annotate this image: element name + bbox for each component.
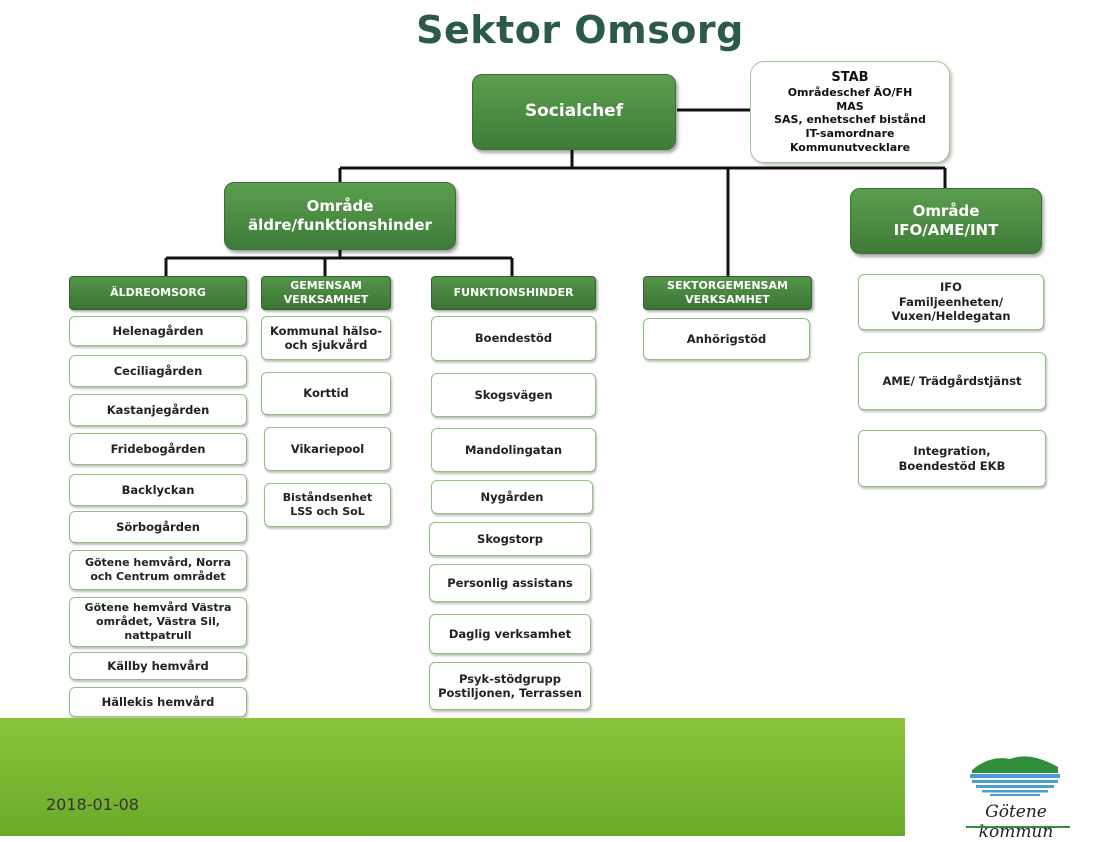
ifo-item: Integration, Boendestöd EKB	[858, 430, 1046, 487]
stab-line: MAS	[836, 99, 864, 113]
gemensam-item: Vikariepool	[264, 427, 391, 471]
aldreomsorg-item: Sörbogården	[69, 511, 247, 543]
header-aldreomsorg: ÄLDREOMSORG	[69, 276, 247, 310]
funktionshinder-item: Personlig assistans	[429, 564, 591, 602]
aldreomsorg-item: Backlyckan	[69, 474, 247, 506]
gotene-logo-icon	[970, 756, 1060, 796]
stab-line: Områdeschef ÄO/FH	[787, 85, 913, 99]
funktionshinder-item: Mandolingatan	[431, 428, 596, 472]
aldreomsorg-item: Götene hemvård Västra området, Västra Si…	[69, 597, 247, 647]
stab-line: SAS, enhetschef bistånd	[774, 113, 926, 127]
aldreomsorg-item: Hällekis hemvård	[69, 687, 247, 717]
funktionshinder-item: Skogsvägen	[431, 373, 596, 417]
funktionshinder-item: Daglig verksamhet	[429, 614, 591, 654]
funktionshinder-item: Nygården	[431, 480, 593, 514]
funktionshinder-item: Skogstorp	[429, 522, 591, 556]
aldreomsorg-item: Fridebogården	[69, 433, 247, 465]
aldreomsorg-item: Götene hemvård, Norra och Centrum område…	[69, 550, 247, 590]
aldreomsorg-item: Källby hemvård	[69, 652, 247, 680]
gemensam-item: Biståndsenhet LSS och SoL	[264, 483, 391, 527]
footer-date: 2018-01-08	[46, 795, 139, 814]
socialchef-box: Socialchef	[472, 74, 676, 150]
aldreomsorg-item: Ceciliagården	[69, 355, 247, 387]
gemensam-item: Kommunal hälso- och sjukvård	[261, 316, 391, 360]
stab-line: STAB	[831, 69, 869, 85]
gemensam-item: Korttid	[261, 372, 391, 415]
logo-underline	[966, 826, 1070, 828]
header-gemensam: GEMENSAM VERKSAMHET	[261, 276, 391, 310]
logo-text: Götene kommun	[978, 802, 1054, 842]
aldreomsorg-item: Kastanjegården	[69, 394, 247, 426]
ifo-item: IFO Familjeenheten/ Vuxen/Heldegatan	[858, 274, 1044, 330]
sektorgemensam-item: Anhörigstöd	[643, 318, 810, 360]
stab-line: Kommunutvecklare	[789, 140, 911, 154]
ifo-item: AME/ Trädgårdstjänst	[858, 352, 1046, 410]
footer-band	[0, 718, 905, 836]
area-aldre-box: Område äldre/funktionshinder	[224, 182, 456, 250]
area-ifo-box: Område IFO/AME/INT	[850, 188, 1042, 254]
funktionshinder-item: Boendestöd	[431, 316, 596, 361]
header-funktionshinder: FUNKTIONSHINDER	[431, 276, 596, 310]
stab-line: IT-samordnare	[805, 127, 895, 140]
stab-box: STAB Områdeschef ÄO/FH MAS SAS, enhetsch…	[750, 61, 950, 163]
funktionshinder-item: Psyk-stödgrupp Postiljonen, Terrassen	[429, 662, 591, 710]
header-sektorgemensam: SEKTORGEMENSAM VERKSAMHET	[643, 276, 812, 310]
page-title: Sektor Omsorg	[416, 8, 744, 52]
aldreomsorg-item: Helenagården	[69, 316, 247, 346]
